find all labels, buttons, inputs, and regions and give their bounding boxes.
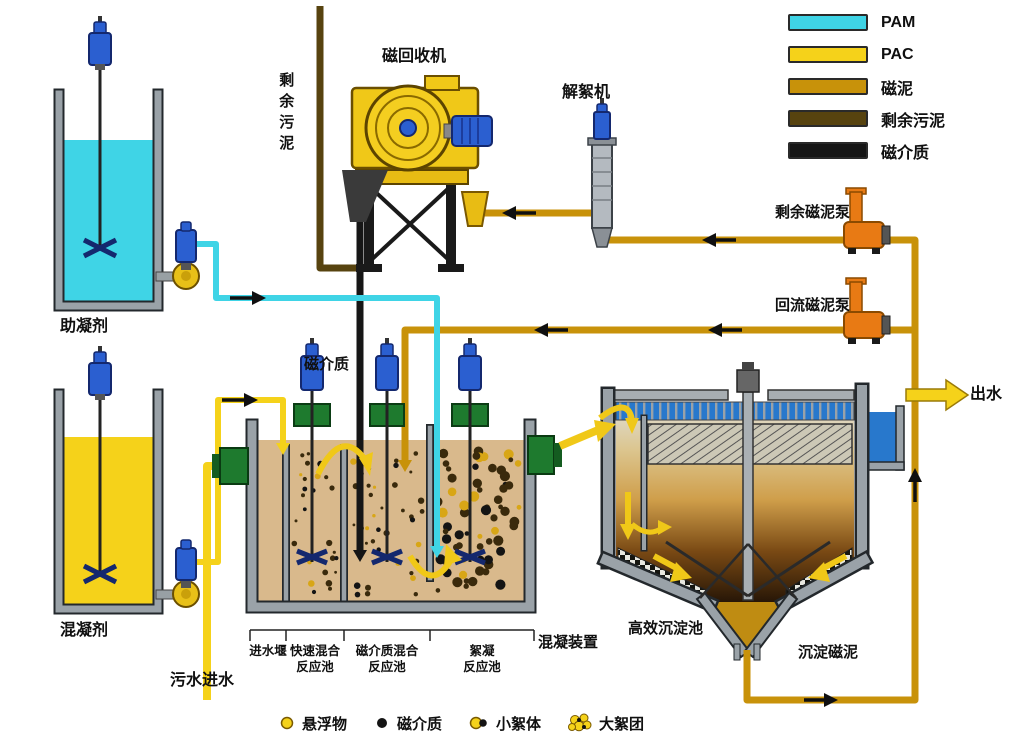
tank-mixer-2 [369,338,405,566]
label-settled-sludge: 沉淀磁泥 [798,644,859,661]
top-beam-left [603,389,729,401]
media-discharge-funnel [342,170,388,222]
pipe-sludge-main [604,236,919,704]
legend-item-pac: PAC [788,44,945,65]
effluent-launder [615,401,855,421]
drum-hub [399,119,417,137]
pipe-pam-dosing [194,241,440,548]
label-coagulant-aid: 助凝剂 [60,318,109,335]
large-floc-icon [568,713,592,732]
legend-large-floc: 大絮团 [567,712,644,734]
pam-liquid [64,140,153,304]
label-effluent: 出水 [970,386,1003,403]
label-return-sludge-pump: 回流磁泥泵 [775,297,851,314]
label-basin-flocculation: 絮凝反应池 [463,644,501,674]
scraper-drive-motor [736,369,760,393]
tank-mixer-3 [451,338,489,566]
label-deflocculator: 解絮机 [562,84,611,101]
label-excess-sludge-pump: 剩余磁泥泵 [775,204,851,221]
cone-outlet-stub [753,643,761,661]
magnetic-media-icon [377,718,388,728]
deflocculation-machine [587,98,617,248]
scraper-drive-cap [742,362,754,370]
legend-item-magnetic-media: 磁介质 [788,140,945,162]
mixer-flange [95,64,105,70]
label-sewage-inlet: 污水进水 [170,672,235,689]
cone-outlet-stub [733,643,741,661]
pac-color-swatch [788,46,868,63]
label-clarifier: 高效沉淀池 [628,620,704,637]
small-floc-icon [469,716,487,730]
effluent-box-water [868,412,896,466]
label-coagulant: 混凝剂 [60,622,109,639]
mixer-flange [95,394,105,400]
machine-feed-box [424,75,460,91]
particle-legend: 悬浮物 磁介质 小絮体 大絮团 [278,712,644,734]
excess-sludge-color-swatch [788,110,868,127]
outlet-flange [554,443,562,467]
label-magnetic-media-pipe: 磁介质 [304,356,350,373]
mixer-motor-tip [98,346,102,354]
effluent-arrow [905,378,970,412]
legend-suspended-solids: 悬浮物 [278,713,347,734]
suspended-solids-icon [280,716,294,730]
tank-mixer-1 [293,338,331,566]
label-basin-inlet-weir: 进水堰 [249,644,287,658]
top-beam-right [767,389,855,401]
mixer-motor [88,32,112,66]
magnetic-sludge-color-swatch [788,78,868,95]
excess-sludge-pump [843,187,891,254]
outlet-port [527,435,555,475]
label-basin-media-mix: 磁介质混合反应池 [355,644,419,674]
pipes [194,6,919,704]
return-sludge-pump [843,277,891,344]
legend-small-floc: 小絮体 [468,713,541,734]
sludge-feed-chute [460,191,490,227]
pac-liquid [64,437,153,607]
clarifier-flow-arrows [598,404,848,582]
label-mixing-device: 混凝装置 [538,634,599,651]
mixing-tank-water [258,440,524,601]
drive-shaft [742,391,754,601]
aid-dosing-pump [155,221,200,290]
coag-dosing-pump [155,539,200,608]
legend-item-magnetic-sludge: 磁泥 [788,76,945,98]
label-excess-sludge-pipe: 剩余污泥 [277,72,295,156]
pipe-excess-sludge [316,6,358,272]
legend-item-pam: PAM [788,12,945,33]
mixing-tank [245,418,537,641]
pipe-color-legend: PAM PAC 磁泥 剩余污泥 磁介质 [788,12,945,172]
pipe-pac-dosing [194,397,286,565]
drum-motor [451,115,493,147]
inlet-port [219,447,249,485]
defloc-motor [593,111,611,140]
legend-item-excess-sludge: 剩余污泥 [788,108,945,130]
magnetic-media-color-swatch [788,142,868,159]
mixer-motor-tip [98,16,102,24]
label-magnetic-recovery: 磁回收机 [382,48,447,65]
sludge-cone-interior [708,602,786,648]
mixing-tank-fittings [212,338,616,579]
mixer-motor [88,362,112,396]
legend-magnetic-media-particle: 磁介质 [373,713,442,734]
label-basin-rapid-mix: 快速混合反应池 [289,644,340,674]
effluent-box-wall [895,405,905,471]
magnetic-recovery-machine [342,75,493,272]
coagulant-tank [53,346,164,615]
flow-arrows [222,206,922,707]
pam-color-swatch [788,14,868,31]
coagulant-aid-tank [53,16,164,312]
inlet-flange [212,454,220,478]
clarifier-tank [596,362,905,661]
clarifier-water [616,420,854,602]
